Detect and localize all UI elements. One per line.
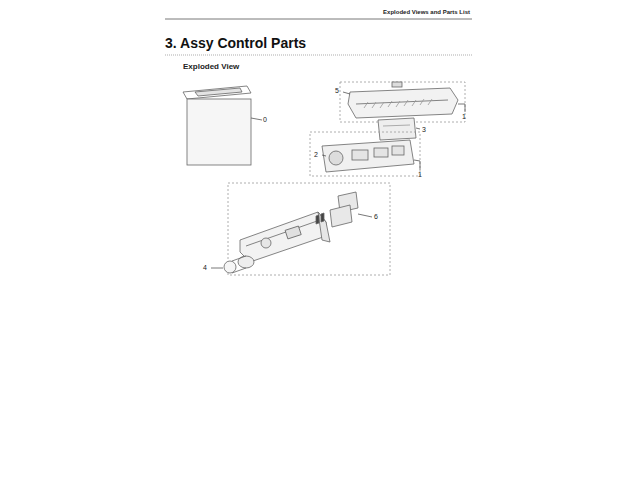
callout-number: 6 <box>374 213 378 220</box>
callout-number: 4 <box>203 264 207 271</box>
subheading: Exploded View <box>183 63 239 71</box>
section-title: 3. Assy Control Parts <box>165 36 306 50</box>
callout-number: 0 <box>263 116 267 123</box>
callout-number: 2 <box>314 151 318 158</box>
callout-number: 1 <box>462 113 466 120</box>
callout-number: 5 <box>335 87 339 94</box>
callout-number: 3 <box>422 126 426 133</box>
page-header: Exploded Views and Parts List <box>383 9 470 15</box>
callout-number: 1 <box>418 171 422 178</box>
